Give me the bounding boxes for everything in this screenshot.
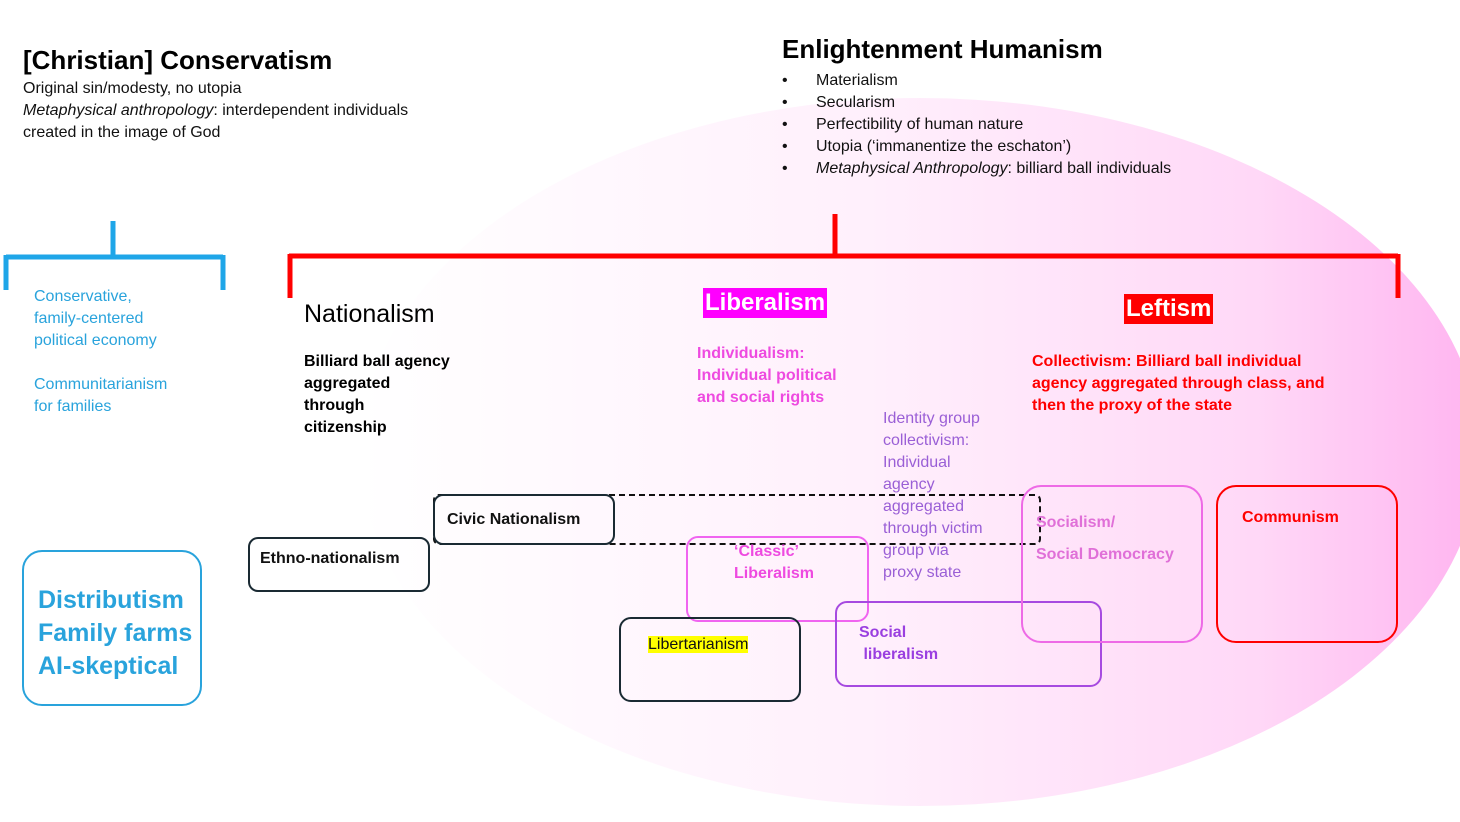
text-line: political economy [34,332,157,349]
social-liberalism-label: Social liberalism [859,622,938,666]
enlightenment-item: •Utopia (‘immanentize the eschaton’) [782,138,1072,155]
text-line: Identity group [883,410,980,427]
text-line: agency aggregated through class, and [1032,375,1325,392]
nationalism-title: Nationalism [304,300,435,328]
liberalism-description: Individualism: Individual political and … [697,343,872,409]
text-line: Family farms [38,619,193,647]
highlighted-text: Libertarianism [648,636,749,653]
text-line: agency [883,476,935,493]
enlightenment-item: •Materialism [782,72,898,89]
conservatism-description: Original sin/modesty, no utopia Metaphys… [23,78,483,144]
communism-label: Communism [1242,509,1339,526]
text-line: through victim [883,520,983,537]
text-line: Distributism [38,586,184,614]
enlightenment-bracket [287,214,1401,298]
leftism-description: Collectivism: Billiard ball individual a… [1032,351,1372,417]
text-line: through [304,397,365,414]
conservatism-line: created in the image of God [23,124,221,141]
text-line: Socialism/ [1036,514,1116,531]
text-line: aggregated [304,375,391,392]
ethno-nationalism-box [248,537,430,592]
communism-box [1216,485,1398,643]
text-line: Communitarianism [34,376,168,393]
text-line: liberalism [859,646,939,663]
libertarianism-box [619,617,801,702]
socialism-box [1021,485,1203,643]
conservatism-bracket [3,221,226,290]
civic-nationalism-label: Civic Nationalism [447,511,581,528]
enlightenment-list: •Materialism •Secularism •Perfectibility… [782,70,1171,180]
text-line: and social rights [697,389,825,406]
liberalism-title: Liberalism [703,288,828,318]
conservative-economy-text: Conservative, family-centered political … [34,286,167,418]
text-line: Liberalism [734,565,815,582]
text-line: then the proxy of the state [1032,397,1233,414]
text-line: ‘Classic’ [734,543,799,560]
civic-nationalism-box [433,494,615,545]
text-line: Individual political [697,367,837,384]
text-line: Collectivism: Billiard ball individual [1032,353,1302,370]
text-line: Individual [883,454,951,471]
text-line: aggregated [883,498,964,515]
conservatism-title: [Christian] Conservatism [23,45,333,75]
classic-liberalism-label: ‘Classic’ Liberalism [734,541,814,585]
text-line: Individualism: [697,345,805,362]
text-line: Social Democracy [1036,546,1174,563]
socialism-label: Socialism/ Social Democracy [1036,507,1174,571]
identity-group-description: Identity group collectivism: Individual … [883,408,1013,584]
text-line: group via [883,542,949,559]
libertarianism-label: Libertarianism [648,634,749,656]
text-line: family-centered [34,310,144,327]
text-line: Billiard ball agency [304,353,450,370]
conservatism-line: Original sin/modesty, no utopia [23,80,242,97]
text-line: proxy state [883,564,962,581]
ethno-nationalism-label: Ethno-nationalism [260,550,400,567]
enlightenment-item: •Secularism [782,94,896,111]
classic-liberalism-box [686,536,869,622]
text-line: for families [34,398,112,415]
social-liberalism-box [835,601,1102,687]
text-line: Conservative, [34,288,132,305]
leftism-title: Leftism [1124,294,1214,324]
enlightenment-title: Enlightenment Humanism [782,34,1103,64]
distributism-box [22,550,202,706]
text-line: AI-skeptical [38,652,179,680]
enlightenment-item: •Perfectibility of human nature [782,116,1024,133]
nationalism-description: Billiard ball agency aggregated through … [304,351,474,439]
distributism-text: Distributism Family farms AI-skeptical [38,584,192,683]
text-line: Social [859,624,907,641]
text-line: collectivism: [883,432,970,449]
text-line: citizenship [304,419,387,436]
enlightenment-item: •Metaphysical Anthropology: billiard bal… [782,160,1172,177]
conservatism-line: Metaphysical anthropology: interdependen… [23,102,409,119]
